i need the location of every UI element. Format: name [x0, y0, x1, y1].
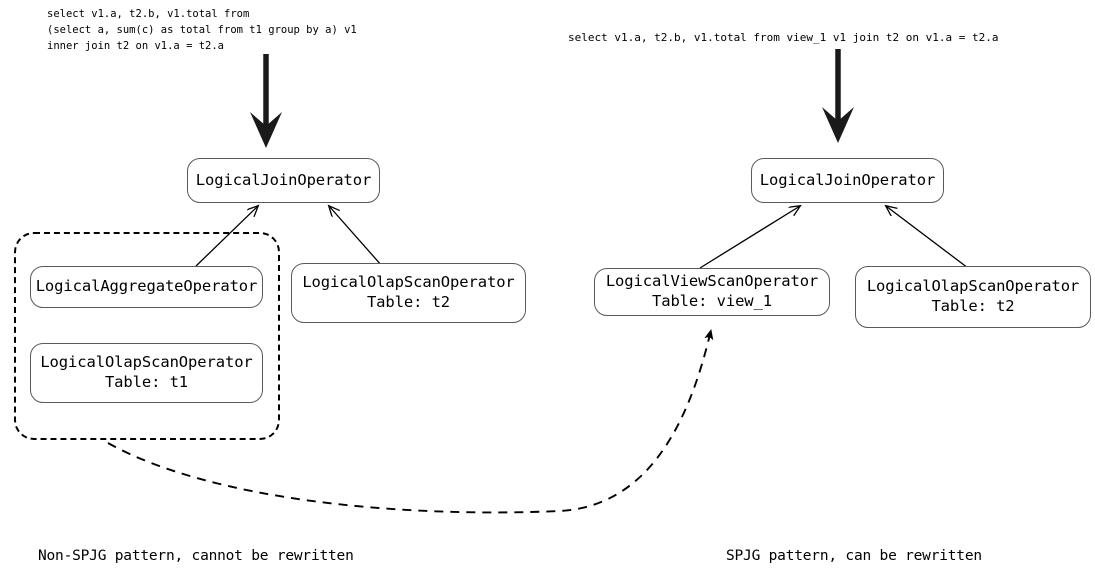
edge-viewscan-to-join — [699, 206, 800, 269]
node-left-logical-join-operator[interactable]: LogicalJoinOperator — [187, 158, 380, 203]
node-logical-aggregate-operator[interactable]: LogicalAggregateOperator — [30, 266, 263, 308]
node-detail: Table: view_1 — [651, 292, 772, 310]
node-label: LogicalAggregateOperator — [35, 277, 258, 296]
node-detail: Table: t2 — [931, 297, 1015, 315]
node-label: LogicalJoinOperator — [195, 170, 372, 189]
node-label: LogicalViewScanOperator — [605, 272, 819, 291]
right-query-to-join-arrow — [822, 49, 854, 143]
edge-scan-t2-to-join-left — [329, 206, 383, 267]
non-spjg-group-box — [14, 232, 280, 440]
node-label: LogicalOlapScanOperator — [866, 277, 1080, 296]
node-left-scan-t1[interactable]: LogicalOlapScanOperator Table: t1 — [30, 343, 263, 403]
node-label: LogicalJoinOperator — [759, 170, 936, 189]
node-left-scan-t2[interactable]: LogicalOlapScanOperator Table: t2 — [291, 263, 526, 323]
node-right-logical-join-operator[interactable]: LogicalJoinOperator — [751, 158, 944, 203]
node-logical-view-scan-operator[interactable]: LogicalViewScanOperator Table: view_1 — [594, 268, 830, 316]
node-right-scan-t2[interactable]: LogicalOlapScanOperator Table: t2 — [855, 266, 1091, 328]
left-query-to-join-arrow — [250, 54, 282, 148]
right-caption: SPJG pattern, can be rewritten — [726, 548, 982, 564]
node-label: LogicalOlapScanOperator — [40, 353, 253, 372]
left-query-text: select v1.a, t2.b, v1.total from (select… — [47, 8, 357, 52]
left-caption: Non-SPJG pattern, cannot be rewritten — [38, 548, 354, 564]
node-detail: Table: t2 — [366, 293, 451, 311]
right-query-text: select v1.a, t2.b, v1.total from view_1 … — [568, 31, 999, 44]
node-label: LogicalOlapScanOperator — [302, 273, 515, 292]
node-detail: Table: t1 — [104, 373, 189, 391]
edge-scan-t2-to-join-right — [886, 206, 969, 269]
